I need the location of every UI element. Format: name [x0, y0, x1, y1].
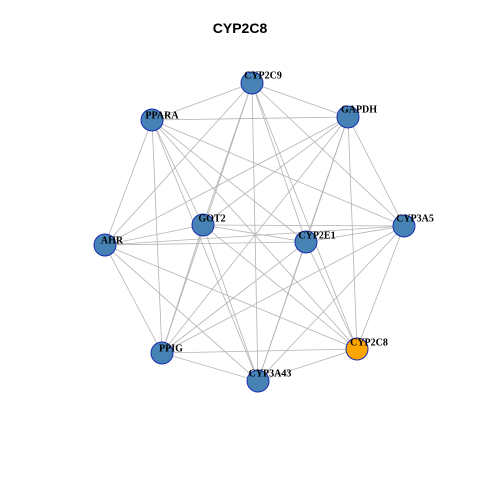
graph-title: CYP2C8: [212, 20, 268, 36]
edge-got2-ppig: [161, 224, 204, 354]
edge-cyp2e1-cyp3a43: [257, 241, 307, 382]
edge-ppara-gapdh: [151, 116, 349, 121]
edge-ppara-cyp2c8: [151, 119, 358, 350]
node-label-ppig: PPIG: [159, 343, 183, 354]
edge-got2-ahr: [104, 224, 204, 246]
edge-ahr-cyp2c8: [104, 244, 358, 350]
node-label-gapdh: GAPDH: [341, 104, 377, 115]
edge-got2-cyp2c8: [202, 224, 358, 350]
node-cyp2c8[interactable]: [345, 337, 369, 361]
edge-ahr-cyp3a43: [104, 244, 259, 382]
edge-ppara-ppig: [151, 119, 163, 354]
edge-gapdh-ahr: [104, 116, 349, 246]
node-label-cyp3a5: CYP3A5: [396, 213, 434, 224]
edge-ahr-ppig: [104, 244, 163, 354]
edge-ppara-cyp2e1: [151, 119, 307, 243]
node-cyp2c9[interactable]: [240, 71, 264, 95]
edge-cyp2c9-ppara: [151, 82, 253, 121]
edge-cyp2c9-cyp3a43: [251, 82, 259, 382]
node-label-cyp2c9: CYP2C9: [244, 70, 282, 81]
edge-layer: [104, 82, 405, 382]
node-label-cyp3a43: CYP3A43: [249, 368, 292, 379]
node-label-cyp2e1: CYP2E1: [298, 230, 335, 241]
edge-cyp2c9-cyp2e1: [251, 82, 307, 243]
edge-gapdh-ppig: [161, 116, 349, 354]
edge-cyp3a5-cyp2c8: [356, 225, 405, 350]
edge-cyp2c9-cyp3a5: [251, 82, 405, 227]
edge-gapdh-got2: [202, 116, 349, 226]
edge-cyp3a5-cyp3a43: [257, 225, 405, 382]
node-label-got2: GOT2: [198, 213, 225, 224]
edge-cyp2c9-cyp2c8: [251, 82, 358, 350]
edge-ppig-cyp3a43: [161, 352, 259, 382]
node-label-ppara: PPARA: [145, 110, 179, 121]
edge-gapdh-cyp3a5: [347, 116, 405, 227]
edge-ahr-cyp2e1: [104, 241, 307, 246]
edge-cyp3a5-ahr: [104, 225, 405, 246]
node-gapdh[interactable]: [336, 105, 360, 129]
edge-cyp2c9-gapdh: [251, 82, 349, 118]
edge-ppara-cyp3a43: [151, 119, 259, 382]
node-ppara[interactable]: [140, 108, 164, 132]
node-label-cyp2c8: CYP2C8: [350, 337, 388, 348]
node-cyp2e1[interactable]: [294, 230, 318, 254]
node-label-ahr: AHR: [101, 235, 124, 246]
edge-cyp2e1-ppig: [161, 241, 307, 354]
edge-ppara-ahr: [104, 119, 153, 246]
node-ahr[interactable]: [93, 233, 117, 257]
node-cyp3a5[interactable]: [392, 214, 416, 238]
edge-got2-cyp3a5: [202, 224, 405, 227]
edge-cyp2c8-ppig: [161, 348, 358, 354]
node-cyp3a43[interactable]: [246, 369, 270, 393]
node-layer: [93, 71, 416, 393]
edge-cyp2c9-ahr: [104, 82, 253, 246]
node-ppig[interactable]: [150, 341, 174, 365]
edge-got2-cyp2e1: [202, 224, 307, 243]
edge-ppara-got2: [151, 119, 204, 226]
edge-gapdh-cyp2c8: [347, 116, 358, 350]
edge-cyp2e1-cyp2c8: [305, 241, 358, 350]
edge-cyp3a5-cyp2e1: [305, 225, 405, 243]
edge-got2-cyp3a43: [202, 224, 259, 382]
node-got2[interactable]: [191, 213, 215, 237]
edge-cyp2c8-cyp3a43: [257, 348, 358, 382]
edge-ppara-cyp3a5: [151, 119, 405, 227]
